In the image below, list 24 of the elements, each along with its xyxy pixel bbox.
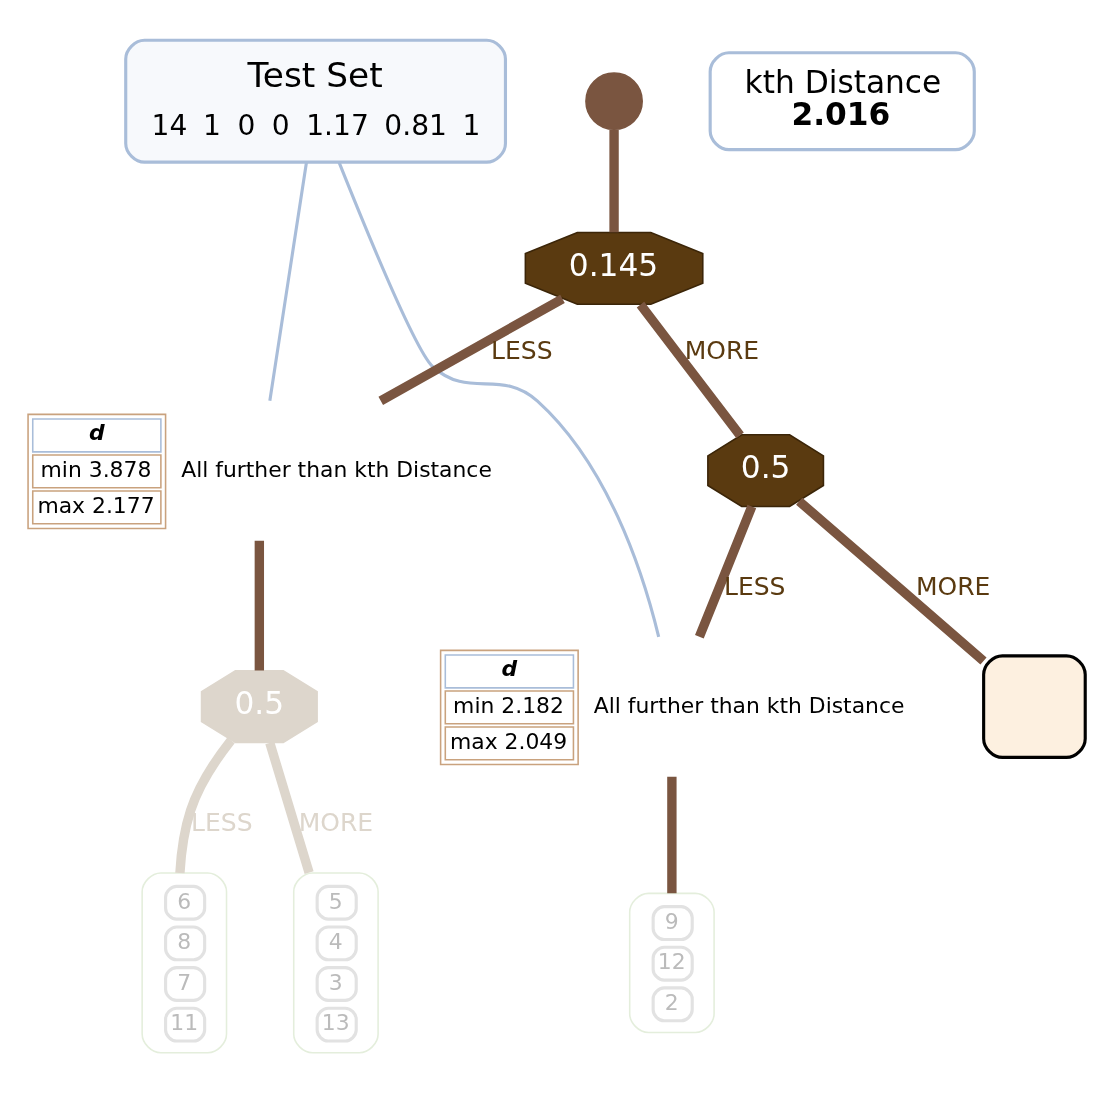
connector [695,504,757,639]
connector [609,129,619,233]
edge-label: MORE [684,335,760,365]
node-label: All further than kth Distance [181,457,492,483]
connector [378,294,565,405]
connector [268,162,308,401]
node-box: Test Set 14 1 0 0 1.17 0.81 1 [124,38,508,164]
node-label: All further than kth Distance [593,693,905,719]
edge-label: LESS [723,571,786,601]
connector [254,540,265,671]
node-box: 5 4 3 13 [292,872,379,1054]
edge-label: LESS [491,335,553,365]
connector [175,737,235,874]
connector [636,301,744,439]
connector [337,161,661,638]
connector [796,497,987,665]
node-box: kth Distance 2.016 [708,51,976,152]
connector [667,776,677,894]
node-box: 9 12 2 [628,892,715,1034]
edge-label: MORE [915,571,991,601]
node-box [982,654,1087,759]
node-circle [585,72,643,131]
connector [265,741,314,875]
node-box: 6 8 7 11 [141,872,228,1054]
